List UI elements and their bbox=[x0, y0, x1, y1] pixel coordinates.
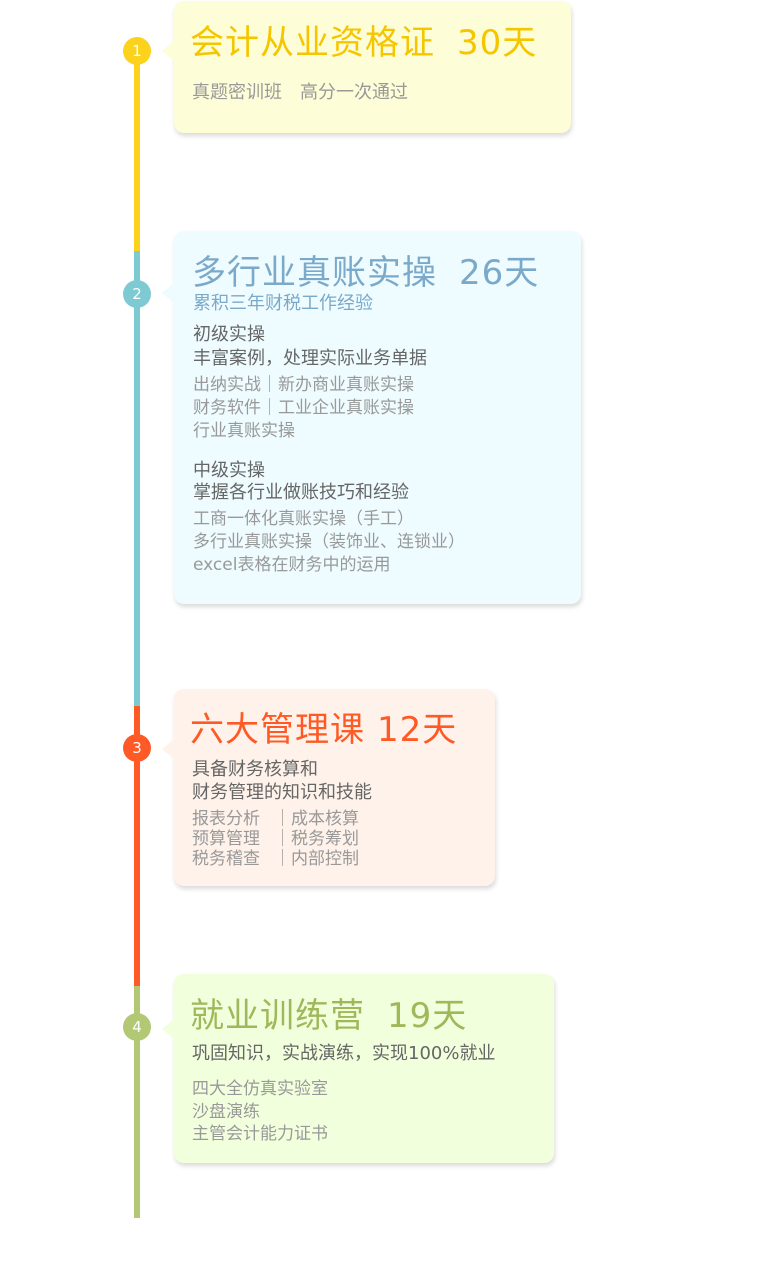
step-1-title: 会计从业资格证 30天 bbox=[190, 15, 537, 64]
step-3-row: 报表分析 ｜成本核算 bbox=[192, 804, 359, 829]
middle-desc: 掌握各行业做账技巧和经验 bbox=[193, 482, 409, 503]
step-2-title: 多行业真账实操 26天 bbox=[192, 245, 539, 294]
step-2-days: 26天 bbox=[459, 253, 540, 293]
middle-heading: 中级实操 bbox=[193, 460, 265, 481]
junior-item: 财务软件｜工业企业真账实操 bbox=[193, 398, 414, 418]
course-right: ｜成本核算 bbox=[274, 809, 359, 829]
step-2-card: 多行业真账实操 26天 累积三年财税工作经验 初级实操 丰富案例，处理实际业务单据… bbox=[162, 231, 581, 604]
step-2-title-text: 多行业真账实操 bbox=[192, 253, 437, 293]
step-4-desc: 巩固知识，实战演练，实现100%就业 bbox=[192, 1043, 496, 1064]
step-3-row: 预算管理 ｜税务筹划 bbox=[192, 824, 359, 849]
junior-heading: 初级实操 bbox=[193, 324, 265, 345]
step-1-days: 30天 bbox=[457, 23, 538, 63]
step-1-title-text: 会计从业资格证 bbox=[190, 23, 435, 63]
course-right: ｜内部控制 bbox=[274, 849, 359, 869]
step-4-title: 就业训练营 19天 bbox=[190, 988, 467, 1037]
course-left: 税务稽查 bbox=[192, 849, 260, 869]
timeline-segment-1 bbox=[134, 38, 140, 251]
timeline-segment-3 bbox=[134, 706, 140, 986]
course-left: 预算管理 bbox=[192, 829, 260, 849]
middle-item: excel表格在财务中的运用 bbox=[193, 555, 391, 575]
middle-item: 工商一体化真账实操（手工） bbox=[193, 509, 414, 529]
step-4-item: 沙盘演练 bbox=[192, 1102, 260, 1122]
step-3-days: 12天 bbox=[377, 710, 458, 750]
step-3-title: 六大管理课 12天 bbox=[190, 702, 457, 751]
timeline-segment-4 bbox=[134, 986, 140, 1218]
step-4-card: 就业训练营 19天 巩固知识，实战演练，实现100%就业 四大全仿真实验室 沙盘演… bbox=[162, 974, 554, 1163]
step-1-subtitle: 真题密训班 高分一次通过 bbox=[192, 82, 408, 103]
step-3-card: 六大管理课 12天 具备财务核算和 财务管理的知识和技能 报表分析 ｜成本核算 预算… bbox=[162, 689, 495, 886]
step-3-row: 税务稽查 ｜内部控制 bbox=[192, 844, 359, 869]
step-1-card: 会计从业资格证 30天 真题密训班 高分一次通过 bbox=[162, 1, 571, 133]
junior-item: 行业真账实操 bbox=[193, 421, 295, 441]
step-2-marker: 2 bbox=[123, 280, 151, 308]
step-3-desc-line-1: 具备财务核算和 bbox=[192, 759, 318, 780]
step-4-item: 四大全仿真实验室 bbox=[192, 1079, 328, 1099]
step-2-subtitle: 累积三年财税工作经验 bbox=[193, 293, 373, 314]
step-3-title-text: 六大管理课 bbox=[190, 710, 365, 750]
middle-item: 多行业真账实操（装饰业、连锁业） bbox=[193, 532, 465, 552]
step-4-days: 19天 bbox=[387, 996, 468, 1036]
course-left: 报表分析 bbox=[192, 809, 260, 829]
timeline-segment-2 bbox=[134, 251, 140, 706]
junior-item: 出纳实战｜新办商业真账实操 bbox=[193, 375, 414, 395]
step-3-marker: 3 bbox=[123, 734, 151, 762]
step-3-desc-line-2: 财务管理的知识和技能 bbox=[192, 782, 372, 803]
course-right: ｜税务筹划 bbox=[274, 829, 359, 849]
junior-desc: 丰富案例，处理实际业务单据 bbox=[193, 348, 427, 369]
step-4-title-text: 就业训练营 bbox=[190, 996, 365, 1036]
step-4-marker: 4 bbox=[123, 1013, 151, 1041]
step-4-item: 主管会计能力证书 bbox=[192, 1124, 328, 1144]
step-1-marker: 1 bbox=[123, 37, 151, 65]
